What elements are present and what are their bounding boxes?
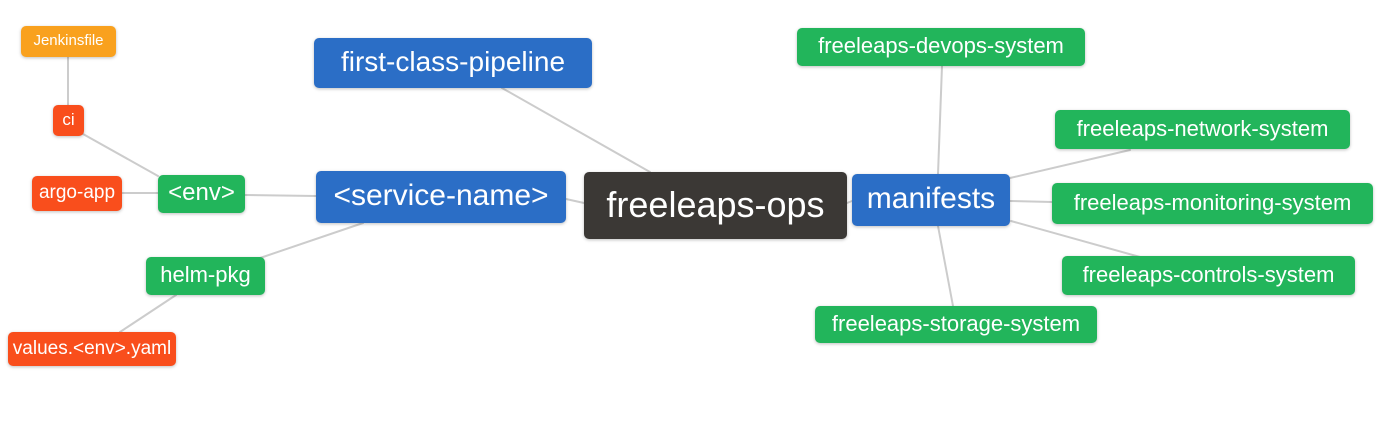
node-env[interactable]: <env> <box>158 175 245 213</box>
node-freeleaps-monitoring-system[interactable]: freeleaps-monitoring-system <box>1052 183 1373 224</box>
node-values-env-yaml[interactable]: values.<env>.yaml <box>8 332 176 366</box>
edge-manifests-to-freeleaps-devops-system <box>937 65 943 175</box>
node-freeleaps-controls-system[interactable]: freeleaps-controls-system <box>1062 256 1355 295</box>
edge-manifests-to-freeleaps-controls-system <box>1010 220 1141 258</box>
edge-service-name-to-freeleaps-ops <box>565 198 585 204</box>
node-freeleaps-storage-system[interactable]: freeleaps-storage-system <box>815 306 1097 343</box>
node-manifests[interactable]: manifests <box>852 174 1010 226</box>
node-helm-pkg[interactable]: helm-pkg <box>146 257 265 295</box>
node-freeleaps-ops[interactable]: freeleaps-ops <box>584 172 847 239</box>
node-service-name[interactable]: <service-name> <box>316 171 566 223</box>
node-argo-app[interactable]: argo-app <box>32 176 122 211</box>
node-freeleaps-devops-system[interactable]: freeleaps-devops-system <box>797 28 1085 66</box>
edge-service-name-to-helm-pkg <box>259 222 364 259</box>
node-jenkinsfile[interactable]: Jenkinsfile <box>21 26 116 57</box>
edge-ci-to-env <box>82 133 159 177</box>
edge-manifests-to-freeleaps-monitoring-system <box>1009 200 1053 203</box>
node-ci[interactable]: ci <box>53 105 84 136</box>
edge-helm-pkg-to-values-env-yaml <box>119 294 177 333</box>
edge-manifests-to-freeleaps-network-system <box>1009 149 1131 179</box>
node-freeleaps-network-system[interactable]: freeleaps-network-system <box>1055 110 1350 149</box>
edge-manifests-to-freeleaps-storage-system <box>937 225 954 307</box>
edge-first-class-pipeline-to-freeleaps-ops <box>501 87 651 173</box>
edge-freeleaps-ops-to-manifests <box>846 200 853 204</box>
node-first-class-pipeline[interactable]: first-class-pipeline <box>314 38 592 88</box>
edge-env-to-service-name <box>244 194 317 197</box>
